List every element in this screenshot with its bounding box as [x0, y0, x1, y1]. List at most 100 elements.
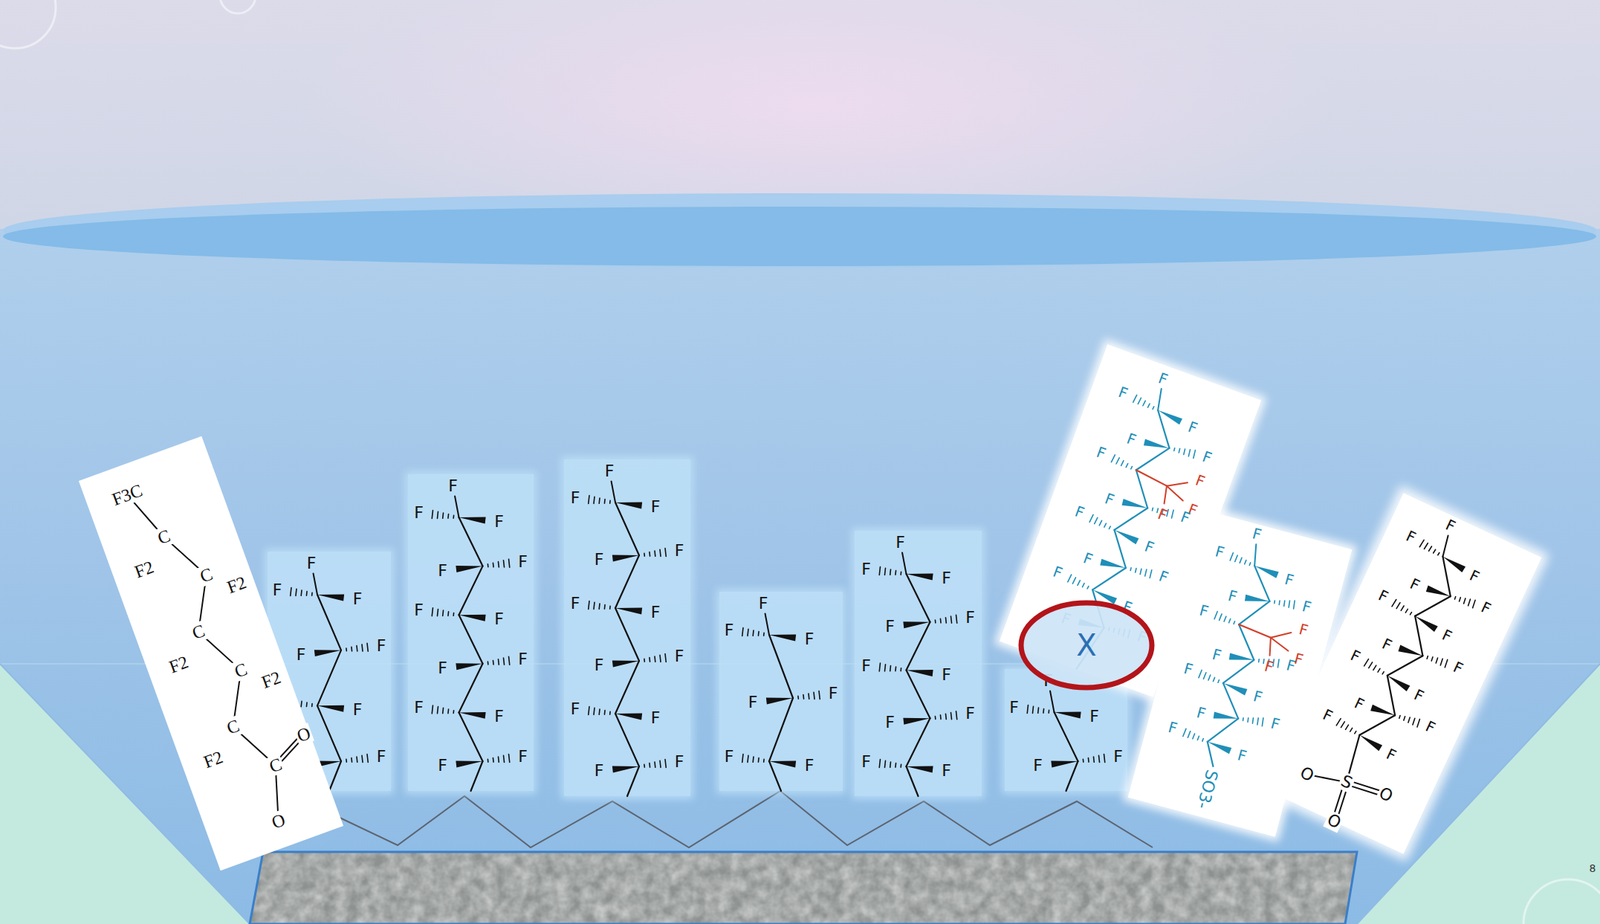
bond-line — [492, 758, 495, 763]
atom-label: F — [517, 650, 528, 668]
bond-line — [889, 665, 892, 671]
bond-line — [906, 766, 919, 796]
fluorinated-chain: FFFFFFFFFFFFF — [564, 459, 691, 796]
atom-label: F — [1213, 543, 1226, 560]
bond-line — [509, 656, 510, 665]
bond-line — [648, 763, 651, 768]
bond-line — [899, 763, 902, 767]
atom-label: F — [437, 757, 448, 774]
bond-line — [442, 707, 444, 713]
bond-line — [447, 611, 449, 617]
bond-line — [1183, 448, 1186, 455]
bond-line — [1082, 582, 1085, 587]
wedge-bond — [1142, 439, 1170, 455]
atom-label: F — [1300, 598, 1313, 615]
atom-label: F — [1283, 571, 1296, 588]
bond-line — [300, 700, 302, 706]
wedge-bond — [1356, 734, 1383, 751]
bond-line — [665, 759, 666, 768]
bond-line — [1403, 716, 1406, 721]
bond-line — [1207, 711, 1239, 748]
bond-line — [899, 571, 902, 575]
atom-label: F — [1235, 746, 1248, 764]
bond-line — [818, 691, 820, 700]
atom-label: F — [804, 630, 815, 648]
bond-line — [1437, 552, 1440, 556]
bond-line — [1121, 460, 1124, 466]
bond-line — [317, 594, 342, 651]
atom-label: F — [594, 551, 605, 568]
bond-line — [1364, 658, 1369, 666]
wedge-bond — [612, 554, 640, 562]
atom-label: F — [448, 477, 458, 495]
wedge-bond — [1050, 760, 1078, 767]
atom-label: F — [861, 753, 871, 770]
bond-line — [497, 561, 500, 568]
bond-line — [951, 712, 952, 720]
bond-line — [503, 755, 505, 762]
bond-line — [1229, 618, 1231, 623]
bond-line — [459, 517, 484, 567]
bond-line — [1077, 579, 1080, 585]
bond-line — [1398, 715, 1401, 719]
atom-label: F — [724, 748, 735, 765]
wedge-bond — [902, 717, 930, 725]
bond-line — [752, 630, 754, 636]
wedge-bond — [1121, 498, 1149, 514]
atom-label: F — [941, 762, 952, 779]
atom-label: F — [895, 534, 906, 551]
sulfonate-group: SO3- — [1192, 766, 1221, 812]
bond-line — [758, 631, 760, 637]
bond-line — [1133, 394, 1138, 403]
atom-label: F — [1403, 528, 1418, 546]
bond-line — [1409, 611, 1412, 615]
bond-line — [492, 562, 495, 568]
bond-line — [1093, 756, 1095, 762]
bond-line — [588, 601, 590, 610]
bond-line — [1104, 523, 1107, 527]
wedge-bond — [459, 711, 487, 719]
bond-line — [459, 614, 484, 664]
bond-line — [447, 708, 449, 714]
bond-line — [1283, 600, 1286, 606]
wedge-bond — [769, 760, 796, 767]
bond-line — [884, 664, 886, 672]
bond-line — [604, 604, 606, 610]
bond-line — [442, 610, 444, 616]
bond-line — [509, 558, 510, 568]
atom-label: F — [1384, 746, 1399, 764]
atom-label: F — [1352, 694, 1367, 712]
bond-line — [769, 634, 793, 698]
bond-line — [1249, 562, 1250, 566]
atom-label: F — [1156, 370, 1170, 388]
highlight-circle: X — [1017, 598, 1156, 692]
wedge-bond — [459, 516, 487, 524]
bond-line — [1252, 717, 1255, 724]
bond-line — [769, 760, 782, 791]
structure-bonds — [564, 459, 691, 796]
bond-line — [1219, 613, 1222, 621]
bond-line — [1223, 653, 1254, 689]
bond-line — [367, 754, 368, 763]
bond-line — [1262, 659, 1265, 664]
bond-line — [802, 694, 805, 700]
bond-line — [290, 698, 292, 707]
wedge-bond — [1244, 594, 1271, 608]
bond-line — [588, 495, 590, 504]
atom-label: F — [650, 498, 661, 516]
bond-line — [1032, 705, 1033, 713]
atom-label: F — [1102, 490, 1117, 508]
bond-line — [1239, 557, 1242, 563]
wedge-bond — [615, 712, 643, 720]
wedge-bond — [455, 760, 483, 767]
bond-line — [306, 591, 308, 597]
bond-line — [1144, 569, 1148, 576]
bond-line — [1433, 549, 1436, 553]
bond-line — [1099, 520, 1102, 526]
bond-line — [1047, 709, 1050, 713]
atom-label: F — [1380, 635, 1395, 653]
bond-line — [906, 573, 931, 623]
bond-line — [1276, 659, 1280, 668]
bond-line — [879, 567, 880, 576]
